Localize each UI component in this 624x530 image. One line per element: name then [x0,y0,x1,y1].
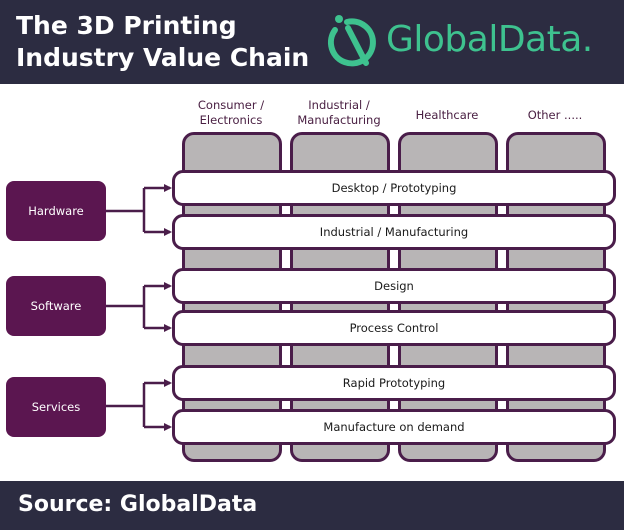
column-label-consumer-electronics: Consumer / Electronics [197,98,265,127]
row-desktop-prototyping: Desktop / Prototyping [172,170,616,206]
category-hardware: Hardware [6,181,106,241]
category-services: Services [6,377,106,437]
brand-name: GlobalData. [386,19,593,60]
source-credit: Source: GlobalData [18,492,258,517]
row-process-control: Process Control [172,310,616,346]
title-line-1: The 3D Printing [16,11,237,40]
column-label-industrial-manufacturing: Industrial / Manufacturing [297,98,381,127]
title-line-2: Industry Value Chain [16,43,310,72]
column-label-healthcare: Healthcare [415,108,479,122]
header-banner: The 3D Printing Industry Value Chain Glo… [0,0,624,84]
brand-logo: GlobalData. [324,10,620,72]
row-design: Design [172,268,616,304]
category-software: Software [6,276,106,336]
globaldata-logo-icon [328,15,376,67]
services-connector [106,379,172,431]
row-industrial-manufacturing: Industrial / Manufacturing [172,214,616,250]
page-title: The 3D Printing Industry Value Chain [16,10,309,74]
software-connector [106,282,172,332]
row-rapid-prototyping: Rapid Prototyping [172,365,616,401]
hardware-connector [106,184,172,236]
row-manufacture-on-demand: Manufacture on demand [172,409,616,445]
footer-banner: Source: GlobalData [0,481,624,530]
column-label-other: Other ..... [527,108,583,122]
